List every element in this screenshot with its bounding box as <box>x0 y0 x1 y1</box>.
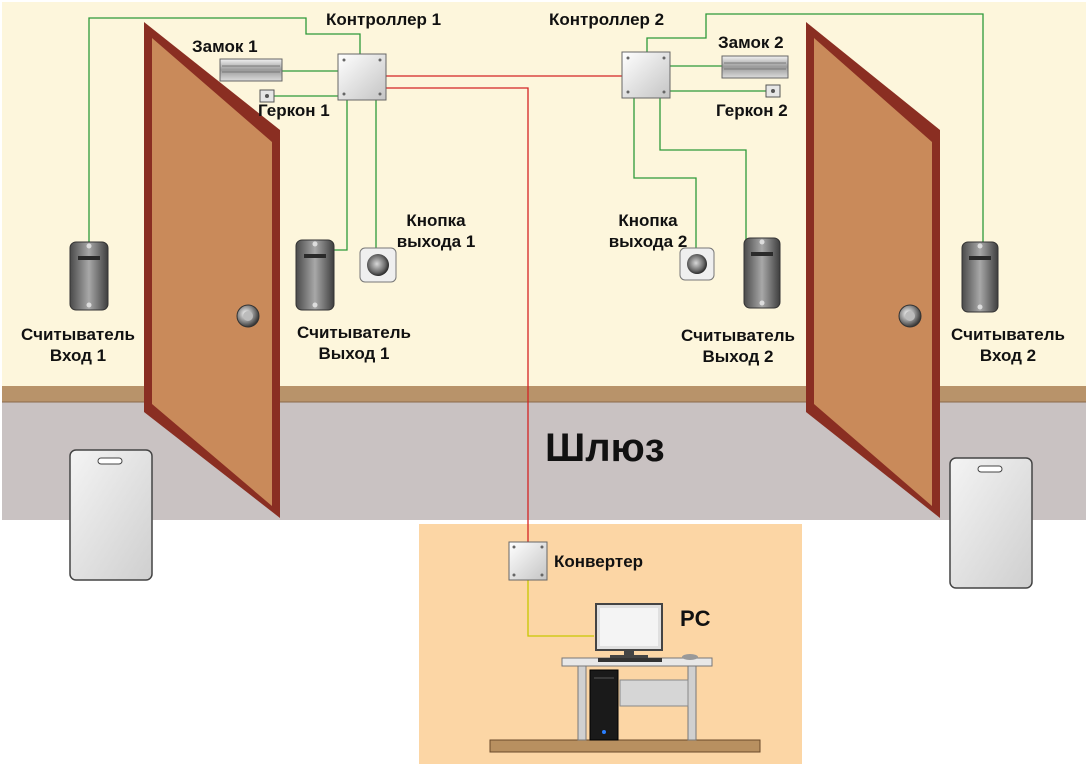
reader-exit-1-label-line1: Считыватель <box>297 323 411 342</box>
reader-entry-1-label-line1: Считыватель <box>21 325 135 344</box>
controller-1-label: Контроллер 1 <box>326 10 442 29</box>
door-right <box>806 22 940 518</box>
lock-2-icon <box>721 55 789 79</box>
exit-button-1-label-line2: выхода 1 <box>396 232 476 251</box>
controller-1-box <box>337 53 387 101</box>
control-wires-left <box>88 17 377 258</box>
exit-button-1-label-line1: Кнопка <box>406 211 466 230</box>
reader-exit-1-icon <box>295 239 335 311</box>
converter-box <box>508 541 548 581</box>
pc-tower-icon <box>589 669 619 741</box>
reader-exit-2-label: Считыватель Выход 2 <box>672 325 804 367</box>
control-wires-right <box>633 13 984 252</box>
reader-entry-2-label-line2: Вход 2 <box>979 346 1037 365</box>
reader-exit-2-label-line2: Выход 2 <box>702 347 774 366</box>
reader-entry-1-icon <box>69 241 109 311</box>
page-title: Шлюз <box>545 426 665 470</box>
exit-button-2-label-line1: Кнопка <box>618 211 678 230</box>
mouse-icon <box>682 654 698 660</box>
exit-button-2-label-line2: выхода 2 <box>608 232 688 251</box>
exit-button-2-icon <box>679 247 715 281</box>
reader-entry-2-label: Считыватель Вход 2 <box>942 324 1074 366</box>
access-card-left-icon <box>69 449 153 581</box>
converter-label: Конвертер <box>554 552 644 571</box>
lock-1-icon <box>219 58 283 82</box>
reader-entry-2-label-line1: Считыватель <box>951 325 1065 344</box>
data-wires <box>385 75 622 542</box>
reader-exit-2-label-line1: Считыватель <box>681 326 795 345</box>
reed-switch-1-icon <box>259 89 275 103</box>
reader-exit-2-icon <box>743 237 781 309</box>
pc-label: PC <box>680 606 711 631</box>
reader-exit-1-label-line2: Выход 1 <box>318 344 390 363</box>
reader-entry-2-icon <box>961 241 999 313</box>
keyboard-icon <box>598 658 662 662</box>
lock-1-label: Замок 1 <box>192 37 258 56</box>
reader-entry-1-label: Считыватель Вход 1 <box>12 324 144 366</box>
reader-entry-1-label-line2: Вход 1 <box>49 346 107 365</box>
access-card-right-icon <box>949 457 1033 589</box>
reed-switch-2-icon <box>765 84 781 98</box>
controller-2-box <box>621 51 671 99</box>
exit-button-1-label: Кнопка выхода 1 <box>396 210 476 252</box>
reed-switch-2-label: Геркон 2 <box>716 101 788 120</box>
exit-button-2-label: Кнопка выхода 2 <box>605 210 691 252</box>
door-left <box>144 22 280 518</box>
reader-exit-1-label: Считыватель Выход 1 <box>288 322 420 364</box>
exit-button-1-icon <box>359 247 397 283</box>
converter-pc-wire <box>527 580 594 637</box>
lock-2-label: Замок 2 <box>718 33 784 52</box>
reed-switch-1-label: Геркон 1 <box>258 101 330 120</box>
controller-2-label: Контроллер 2 <box>549 10 665 29</box>
pc-workstation-icon <box>489 603 761 753</box>
